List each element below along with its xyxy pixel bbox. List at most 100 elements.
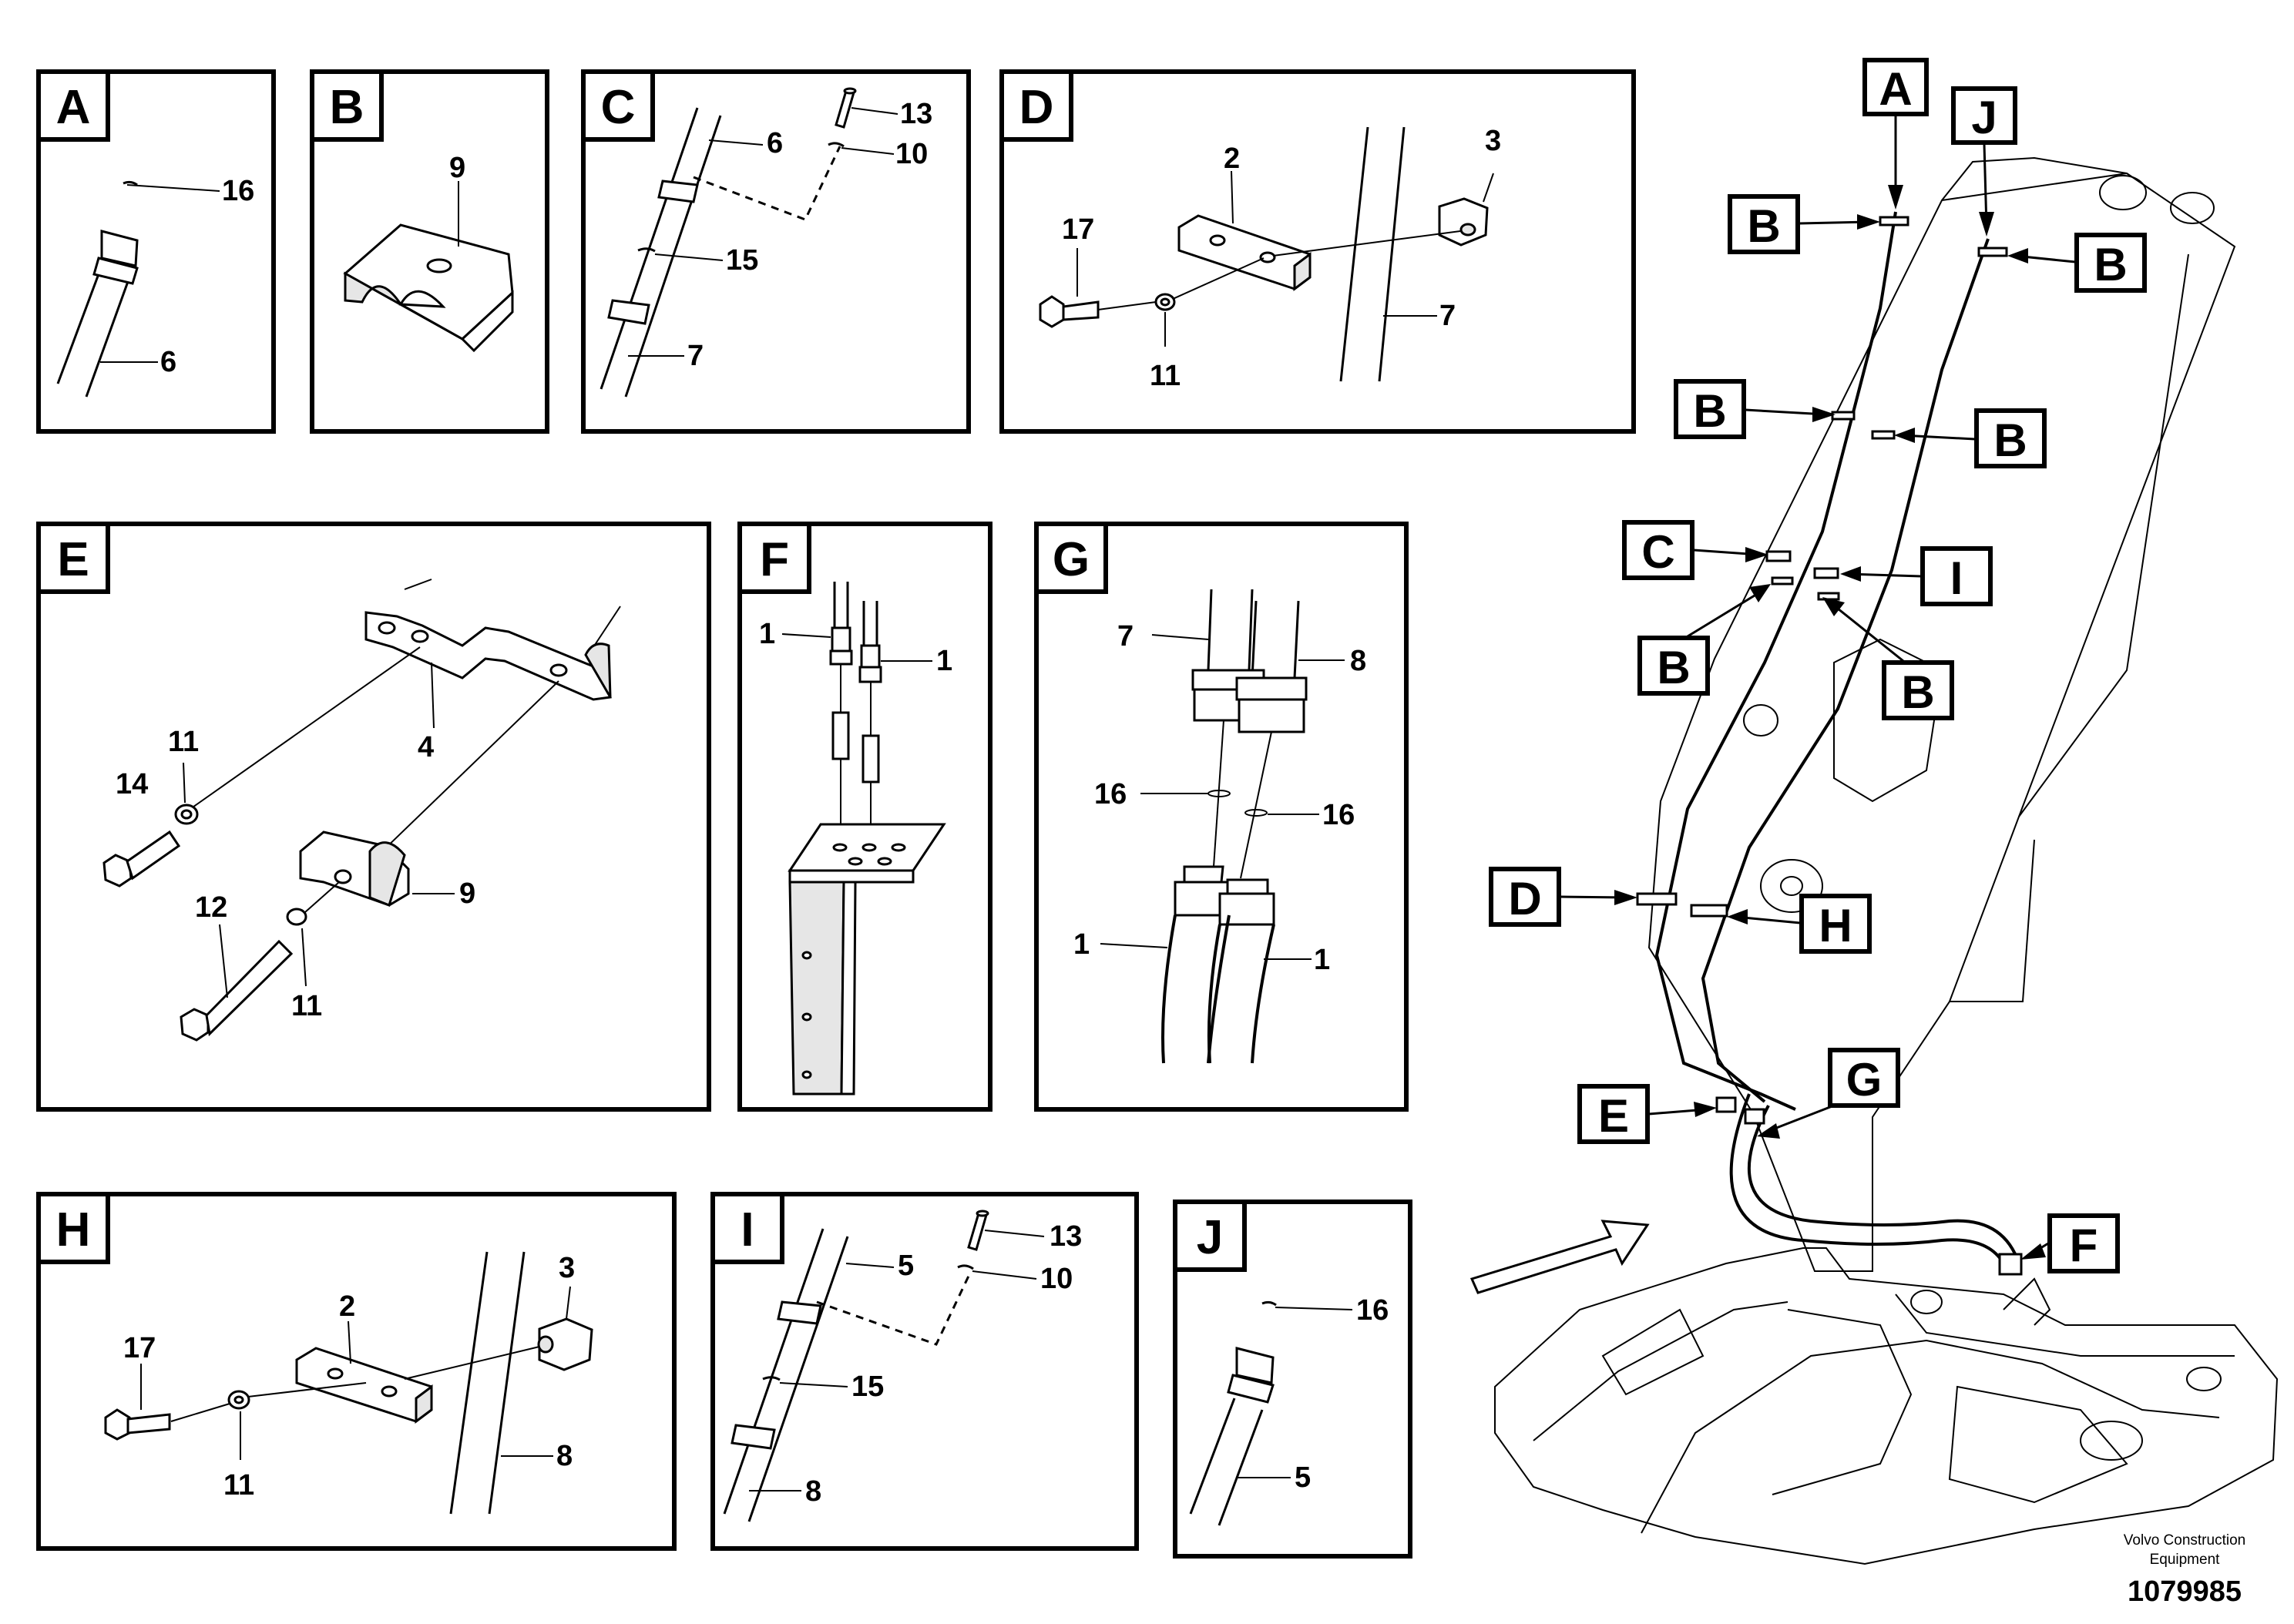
callout-b-5: B	[1637, 584, 1771, 696]
panel-g-label-16-right: 16	[1322, 799, 1355, 831]
panel-h-label-3: 3	[559, 1252, 575, 1284]
panel-g-drawing	[1100, 589, 1345, 1064]
callout-b-4: B	[1894, 408, 2047, 468]
callout-f: F	[2020, 1213, 2120, 1273]
panel-e-tag	[36, 522, 110, 594]
panel-b: B 9	[310, 69, 549, 434]
panel-f: F	[737, 522, 992, 1112]
callout-b-6: B	[1822, 597, 1954, 720]
callout-b-4-letter: B	[1993, 414, 2027, 466]
panel-h-label-17: 17	[123, 1332, 156, 1364]
panel-a-tag	[36, 69, 110, 142]
panel-d-label-17: 17	[1062, 213, 1094, 246]
panel-a-label-6: 6	[160, 346, 176, 378]
panel-j: J 16 5	[1173, 1200, 1412, 1559]
panel-h-tag-letter: H	[56, 1203, 91, 1257]
callout-j-letter: J	[1971, 92, 1997, 143]
panel-c-label-7: 7	[687, 340, 704, 372]
panel-a-drawing	[56, 180, 220, 398]
panel-g-tag	[1034, 522, 1108, 594]
panel-d-label-3: 3	[1485, 125, 1501, 157]
callout-g-letter: G	[1846, 1054, 1883, 1106]
panel-f-drawing	[781, 582, 946, 1096]
panel-g: G	[1034, 522, 1409, 1112]
panel-h-label-8: 8	[556, 1440, 573, 1472]
panel-d: D 2 3 17 7 11	[999, 69, 1636, 434]
credit-line-2: Equipment	[2150, 1552, 2221, 1568]
panel-f-tag-letter: F	[760, 533, 789, 586]
panel-b-tag-letter: B	[330, 81, 364, 134]
panel-b-tag	[310, 69, 384, 142]
panel-e-label-11-bottom: 11	[291, 990, 322, 1022]
panel-h: H 3 2 17 11 8	[36, 1192, 677, 1551]
panel-d-label-11: 11	[1150, 360, 1181, 392]
panel-e-label-14: 14	[116, 768, 148, 800]
callout-a: A	[1862, 58, 1929, 210]
callout-h-letter: H	[1819, 900, 1852, 951]
callout-h: H	[1727, 894, 1872, 954]
panel-c-label-15: 15	[726, 244, 758, 277]
panel-f-label-1-left: 1	[759, 618, 775, 650]
panel-i-tag	[710, 1192, 784, 1264]
panel-c: C 13 6 10 15 7	[581, 69, 971, 434]
credit-line-1: Volvo Construction	[2124, 1532, 2245, 1549]
publisher-credit: Volvo Construction Equipment 1079985	[2124, 1532, 2245, 1608]
callout-j: J	[1951, 86, 2017, 237]
callout-f-letter: F	[2070, 1220, 2098, 1271]
panel-i-label-15: 15	[851, 1371, 884, 1403]
panel-i-label-10: 10	[1040, 1263, 1073, 1295]
panel-f-tag	[737, 522, 811, 594]
panel-e-label-4: 4	[418, 731, 434, 763]
document-number: 1079985	[2128, 1575, 2242, 1608]
panel-i-label-5: 5	[898, 1250, 914, 1282]
callout-c: C	[1622, 520, 1768, 580]
callout-e-letter: E	[1598, 1090, 1629, 1142]
panel-c-tag-letter: C	[601, 81, 636, 134]
panel-i-tag-letter: I	[741, 1203, 754, 1257]
panel-b-drawing	[343, 181, 514, 353]
panel-b-label-9: 9	[449, 152, 465, 184]
panel-d-drawing	[1039, 126, 1494, 382]
overview-machine	[1469, 156, 2279, 1565]
callout-b-2-letter: B	[2094, 239, 2127, 290]
callout-a-letter: A	[1879, 63, 1912, 115]
panel-g-label-7: 7	[1117, 620, 1134, 653]
panel-i-label-13: 13	[1050, 1220, 1082, 1253]
callout-e: E	[1577, 1084, 1717, 1144]
panel-h-label-11: 11	[223, 1469, 254, 1502]
overview-callouts: A J B B B	[1489, 58, 2147, 1273]
panel-i-drawing	[723, 1210, 1045, 1522]
callout-g: G	[1757, 1048, 1900, 1139]
panel-g-label-8: 8	[1350, 645, 1366, 677]
panel-d-tag	[999, 69, 1073, 142]
panel-g-tag-letter: G	[1053, 533, 1090, 586]
callout-b-6-letter: B	[1901, 666, 1934, 718]
panel-e: E 11 4	[36, 522, 711, 1112]
panel-f-label-1-right: 1	[936, 645, 952, 677]
callout-i: I	[1840, 546, 1993, 606]
panel-a-tag-letter: A	[56, 81, 91, 134]
panel-j-tag-letter: J	[1197, 1211, 1223, 1264]
callout-i-letter: I	[1950, 552, 1963, 604]
panel-j-label-16: 16	[1356, 1294, 1389, 1327]
panel-g-label-16-left: 16	[1094, 778, 1127, 810]
panel-j-drawing	[1189, 1300, 1353, 1526]
panel-g-label-1-left: 1	[1073, 928, 1090, 961]
panel-j-tag	[1173, 1200, 1247, 1272]
panel-e-label-9: 9	[459, 877, 475, 910]
panel-j-label-5: 5	[1295, 1461, 1311, 1494]
panel-c-tag	[581, 69, 655, 142]
panel-h-label-2: 2	[339, 1290, 355, 1323]
callout-b-2: B	[2007, 233, 2147, 293]
panel-c-label-13: 13	[900, 98, 932, 130]
panel-h-drawing	[104, 1251, 593, 1515]
panel-g-label-1-right: 1	[1314, 944, 1330, 976]
panel-e-label-11-top: 11	[168, 726, 199, 758]
callout-c-letter: C	[1641, 526, 1674, 578]
panel-a: A 16 6	[36, 69, 276, 434]
panel-c-label-10: 10	[895, 138, 928, 170]
callout-b-3: B	[1674, 379, 1836, 439]
panel-a-label-16: 16	[222, 175, 254, 207]
